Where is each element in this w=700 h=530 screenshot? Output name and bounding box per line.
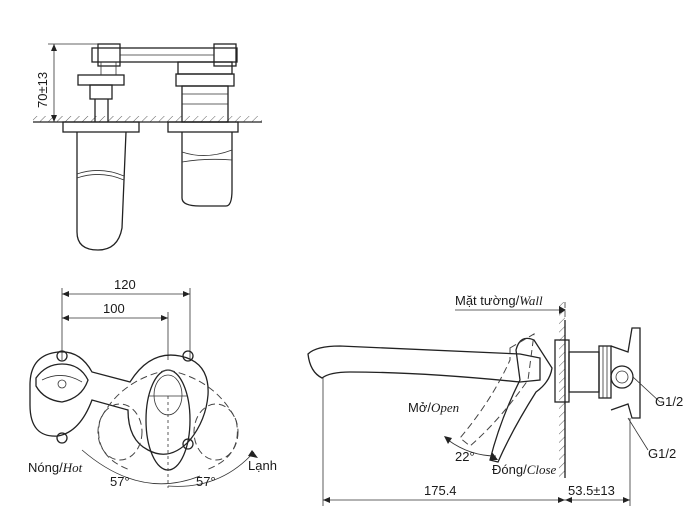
width-120-label: 120 [114,277,136,292]
close-label: Đóng/Close [492,462,557,477]
angle-right-label: 57° [196,474,216,489]
open-label: Mở/Open [408,400,459,415]
spout-side-view [307,345,541,383]
handle-side-view [76,131,127,251]
dimension-height-top: 70±13 [35,43,98,122]
wall-label: Mặt tường/Wall [455,293,543,308]
angle-left-label: 57° [110,474,130,489]
hot-label: Nóng/Hot [28,460,83,475]
dimension-spout-length: 175.4 [323,483,565,503]
mixer-body-top [77,43,238,123]
wall-line-side [559,302,566,478]
top-view: 70±13 [33,43,262,251]
cold-label: Lạnh [248,458,277,473]
handle-front-view [35,363,89,403]
wall-plate-right [167,121,239,133]
lever-swing-left [98,369,169,471]
front-plate-outline [29,351,209,455]
angle-handle-label: 22° [455,449,475,464]
dimension-wall-depth: 53.5±13 [565,483,630,503]
thread-label-2: G1/2 [648,446,676,461]
front-view: 120 100 Nóng/Hot [28,277,277,489]
side-view: Mặt tường/Wall 22° Mở/Open Đóng/Close G1 [307,293,683,506]
lever-side-view [489,337,553,463]
lever-swing-right [167,369,238,471]
thread-label-1: G1/2 [655,394,683,409]
wall-depth-label: 53.5±13 [568,483,615,498]
spout-length-label: 175.4 [424,483,457,498]
lever-open-ghost [459,333,535,447]
dimension-120: 120 [61,277,191,360]
dimension-100: 100 [62,301,169,360]
height-label: 70±13 [35,72,50,108]
width-100-label: 100 [103,301,125,316]
wall-bracket [610,327,641,419]
wall-plate-left [62,121,140,133]
spout-top-view [181,132,233,207]
inlet-fitting [610,365,634,389]
